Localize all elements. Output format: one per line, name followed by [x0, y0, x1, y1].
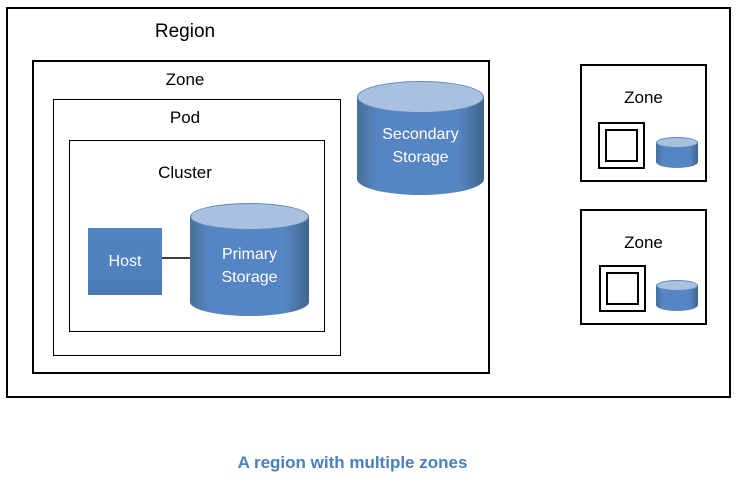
cylinder-body: Secondary Storage: [357, 97, 484, 195]
diagram-caption: A region with multiple zones: [237, 453, 468, 472]
host-label: Host: [108, 252, 142, 270]
host-storage-connector-line: [162, 257, 190, 259]
small-zone-top-label: Zone: [624, 88, 663, 107]
cluster-label: Cluster: [158, 163, 212, 182]
pod-box: [53, 99, 341, 356]
pod-icon: [598, 122, 645, 169]
secondary-storage-cylinder-icon: Secondary Storage: [357, 81, 484, 195]
cluster-icon: [605, 129, 638, 162]
region-box: [6, 7, 731, 398]
cylinder-top-ellipse: [656, 137, 698, 148]
cluster-box: [69, 140, 325, 332]
primary-storage-cylinder-icon: Primary Storage: [190, 203, 309, 316]
pod-icon: [599, 265, 646, 312]
secondary-storage-label: Secondary Storage: [382, 126, 459, 166]
cylinder-top-ellipse: [190, 203, 309, 230]
small-zone-bottom-label: Zone: [624, 233, 663, 252]
region-label: Region: [154, 21, 216, 42]
small-zone-box-top: Zone: [580, 64, 707, 182]
host-box: Host: [88, 228, 162, 295]
pod-label: Pod: [169, 108, 201, 127]
cylinder-top-ellipse: [357, 81, 484, 113]
zone-box: [32, 60, 490, 374]
storage-cylinder-icon: [656, 280, 698, 311]
small-zone-box-bottom: Zone: [580, 209, 707, 325]
storage-cylinder-icon: [656, 137, 698, 168]
cluster-icon: [606, 272, 639, 305]
zone-label: Zone: [165, 70, 205, 89]
cylinder-body: Primary Storage: [190, 216, 309, 316]
cylinder-top-ellipse: [656, 280, 698, 291]
primary-storage-label: Primary Storage: [221, 246, 278, 286]
